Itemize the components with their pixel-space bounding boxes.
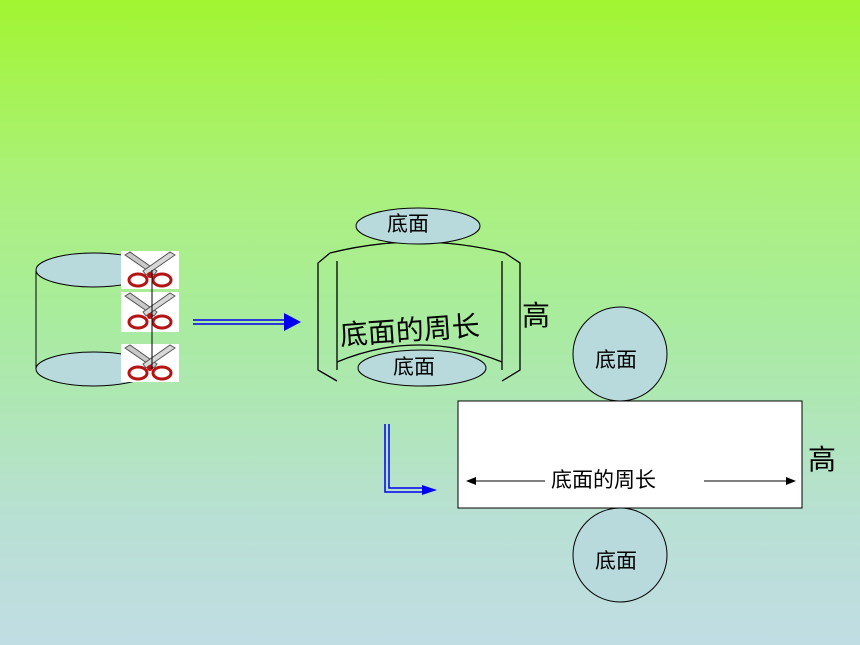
scissors-icon (121, 344, 179, 382)
lateral-surface-rectangle (457, 400, 803, 509)
net-height-label: 高 (808, 443, 837, 476)
net-circumference-label: 底面的周长 (551, 468, 656, 492)
opening-cylinder-shape (317, 207, 521, 387)
cylinder-height-label: 高 (522, 299, 551, 332)
right-arrow-icon (193, 313, 301, 331)
net-top-base-label: 底面 (595, 348, 637, 372)
bottom-base-circle (572, 507, 668, 603)
top-base-ellipse (355, 207, 481, 245)
scissors-icon (121, 251, 179, 289)
net-bottom-base-label: 底面 (595, 549, 637, 573)
top-base-label: 底面 (387, 212, 429, 236)
bottom-base-label: 底面 (393, 355, 435, 379)
down-right-arrow-icon (384, 424, 437, 495)
bottom-base-ellipse (357, 349, 487, 387)
scissors-icon (121, 292, 179, 332)
